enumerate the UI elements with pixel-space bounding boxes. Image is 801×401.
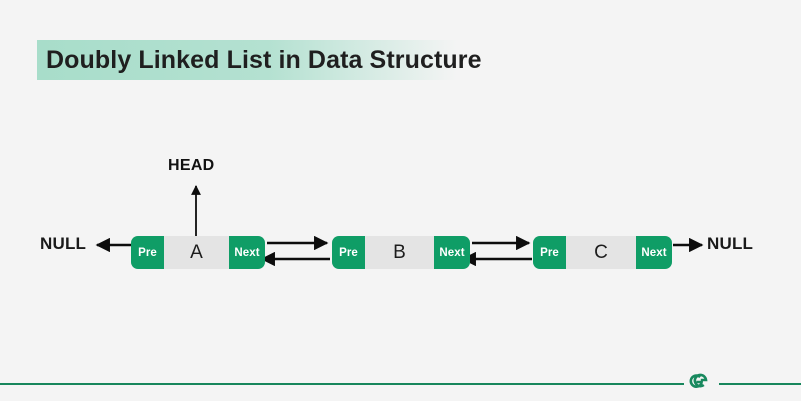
page-title: Doubly Linked List in Data Structure <box>46 46 482 74</box>
geeksforgeeks-logo <box>689 373 708 389</box>
null-terminator-left: NULL <box>40 234 87 253</box>
node-a-prev-pointer: Pre <box>131 236 164 269</box>
node-c-value: C <box>594 241 608 263</box>
head-label: HEAD <box>168 157 215 174</box>
list-node-b: Pre B Next <box>332 236 470 269</box>
footer-divider-left <box>0 383 684 385</box>
null-terminator-right: NULL <box>707 234 754 253</box>
node-c-prev-pointer: Pre <box>533 236 566 269</box>
node-b-prev-pointer: Pre <box>332 236 365 269</box>
node-b-next-pointer: Next <box>434 236 470 269</box>
list-node-a: Pre A Next <box>131 236 265 269</box>
title-highlight-band <box>37 40 457 80</box>
node-a-value: A <box>190 241 203 263</box>
list-node-c: Pre C Next <box>533 236 672 269</box>
footer-divider-right <box>719 383 801 385</box>
node-a-next-pointer: Next <box>229 236 265 269</box>
node-b-value: B <box>393 241 406 263</box>
node-c-next-pointer: Next <box>636 236 672 269</box>
